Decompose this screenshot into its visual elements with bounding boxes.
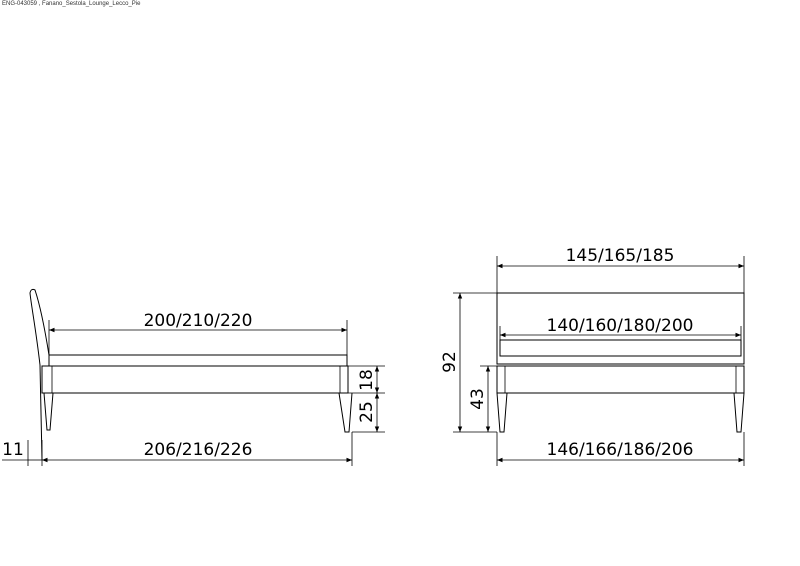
dim-length-inner: 200/210/220 (48, 311, 348, 355)
headboard (29, 288, 50, 366)
front-frame (496, 365, 745, 394)
dim-foot-offset: 11 (2, 440, 42, 466)
foot-offset-label: 11 (2, 440, 24, 460)
side-view: 200/210/220 206/216/226 11 18 25 (2, 288, 385, 466)
leg-left (43, 392, 54, 431)
dim-frame-leg-heights: 18 25 (348, 365, 385, 433)
leg-height-label: 25 (357, 401, 377, 423)
dim-front-heights: 92 43 (440, 292, 497, 433)
dim-width-bottom: 146/166/186/206 (496, 432, 745, 466)
leg-right (338, 392, 353, 433)
side-frame (41, 365, 349, 394)
front-headboard (496, 292, 745, 365)
dim-mattress-width: 140/160/180/200 (499, 316, 742, 340)
dim-width-top: 145/165/185 (496, 246, 745, 293)
total-height-label: 92 (440, 351, 460, 373)
mattress (48, 354, 348, 367)
length-overall-label: 206/216/226 (144, 440, 253, 460)
length-inner-label: 200/210/220 (144, 311, 253, 331)
seat-height-label: 43 (468, 388, 488, 410)
file-label: ENG-043059 , Fanano_Sestola_Lounge_Lecco… (2, 1, 141, 7)
front-leg-right (733, 392, 745, 433)
mattress-width-label: 140/160/180/200 (547, 316, 694, 336)
front-mattress (499, 339, 742, 357)
width-bottom-label: 146/166/186/206 (547, 440, 694, 460)
frame-height-label: 18 (357, 369, 377, 391)
front-view: 145/165/185 140/160/180/200 146/166/186/… (440, 246, 745, 466)
front-leg-left (496, 392, 508, 433)
dim-length-overall: 206/216/226 (41, 432, 353, 466)
width-top-label: 145/165/185 (566, 246, 675, 266)
